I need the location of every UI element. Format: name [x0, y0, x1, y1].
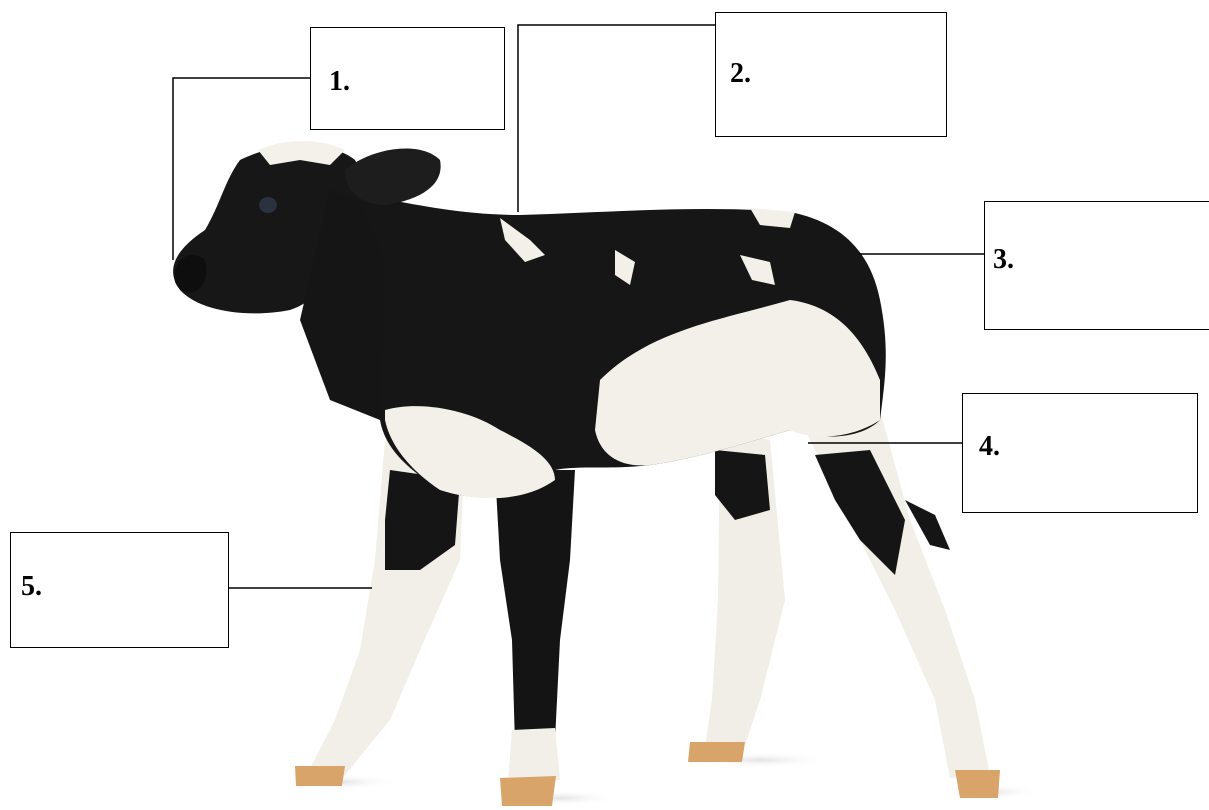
calf-neck: [300, 190, 385, 420]
label-box-1[interactable]: 1.: [310, 27, 505, 130]
calf-near-hind-leg-patch: [815, 450, 905, 575]
calf-near-hind-leg-patch: [905, 500, 950, 550]
calf-belly-white: [595, 300, 880, 466]
calf-far-front-leg-white: [508, 728, 560, 782]
calf-ear: [345, 148, 441, 205]
calf-back-spot: [615, 250, 635, 285]
label-number: 5.: [21, 571, 42, 602]
calf-far-front-leg: [495, 470, 575, 745]
calf-illustration: [173, 141, 1040, 806]
label-box-3[interactable]: 3.: [984, 201, 1209, 330]
label-number: 2.: [730, 58, 751, 89]
label-box-5[interactable]: 5.: [10, 532, 229, 648]
leader-lines: [172, 24, 984, 589]
calf-chest-white: [385, 406, 555, 499]
label-number: 4.: [979, 431, 1000, 462]
leader-line-1: [172, 77, 310, 260]
calf-far-hind-leg-patch: [715, 450, 770, 520]
hoof: [688, 742, 745, 762]
calf-back-spot: [740, 255, 775, 285]
hoof: [500, 776, 556, 806]
calf-near-front-leg-patch: [385, 470, 460, 570]
calf-rump-spot: [750, 208, 795, 228]
calf-nose: [174, 254, 207, 293]
calf-eye: [259, 197, 277, 213]
label-number: 3.: [993, 244, 1014, 275]
label-number: 1.: [329, 66, 350, 97]
calf-shoulder-spot: [500, 218, 545, 262]
calf-forehead-white: [258, 141, 345, 165]
leader-line-2: [517, 24, 715, 212]
label-box-2[interactable]: 2.: [715, 12, 947, 137]
hoof: [955, 770, 1000, 798]
label-box-4[interactable]: 4.: [962, 393, 1198, 513]
hoof: [295, 766, 345, 786]
